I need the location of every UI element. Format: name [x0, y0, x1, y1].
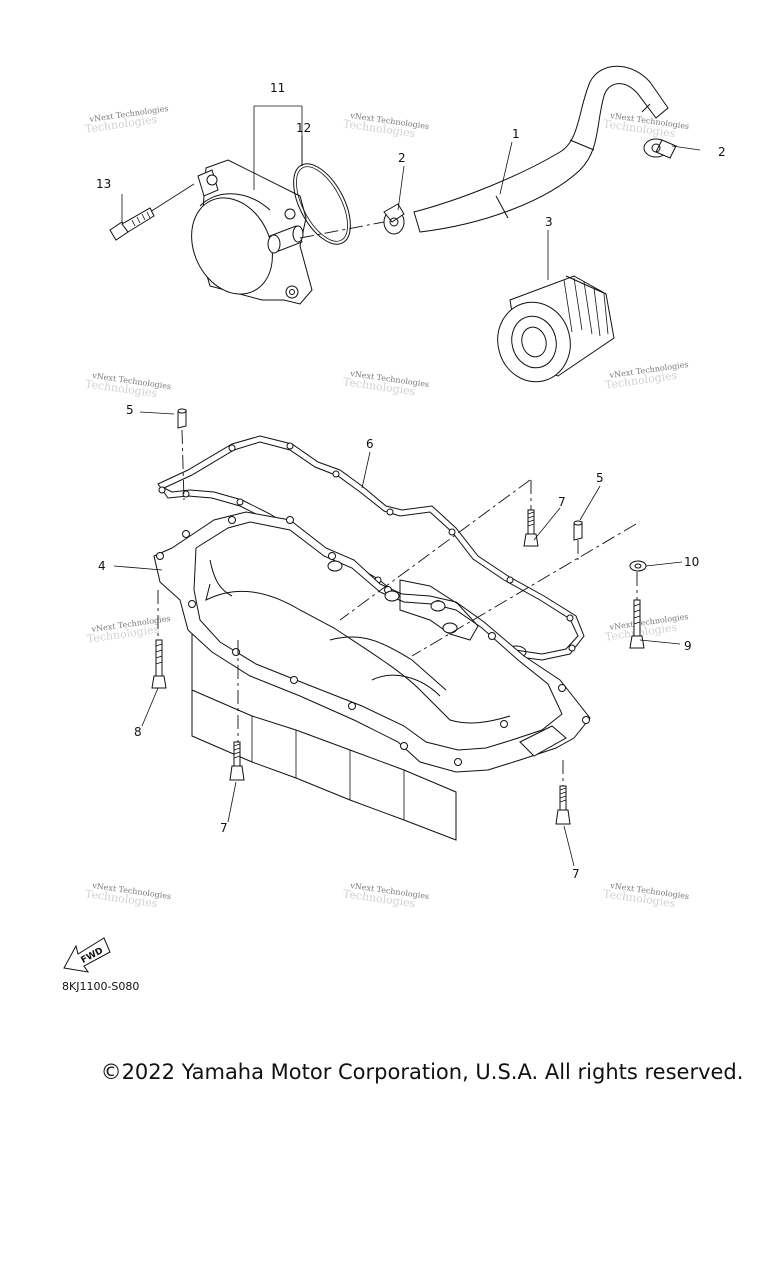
washer-10 — [629, 560, 647, 572]
diagram-reference-code: 8KJ1100-S080 — [62, 980, 140, 993]
o-ring — [293, 163, 351, 245]
callout-7: 7 — [572, 867, 580, 881]
callout-numbers: 1 2 2 3 4 5 5 6 7 7 7 8 9 10 11 12 13 — [96, 81, 726, 881]
callout-1: 1 — [512, 127, 520, 141]
oil-filter — [497, 275, 615, 383]
callout-12: 12 — [296, 121, 311, 135]
hose-clamp-left — [383, 203, 405, 235]
fwd-arrow-icon: FWD — [63, 937, 111, 973]
callout-5: 5 — [126, 403, 134, 417]
bolt-8 — [151, 639, 167, 689]
assembly-lines — [157, 429, 638, 786]
callout-8: 8 — [134, 725, 142, 739]
callout-7: 7 — [220, 821, 228, 835]
bolt-13 — [109, 183, 195, 241]
callout-11: 11 — [270, 81, 285, 95]
callout-7: 7 — [558, 495, 566, 509]
dowel-pin-left — [177, 408, 187, 429]
bolt-9 — [629, 599, 645, 649]
callout-5: 5 — [596, 471, 604, 485]
oil-cooler — [191, 159, 313, 305]
callout-10: 10 — [684, 555, 699, 569]
callout-2: 2 — [718, 145, 726, 159]
callout-9: 9 — [684, 639, 692, 653]
oil-hose — [413, 65, 669, 233]
bolt-7-lower-left — [229, 741, 245, 781]
copyright-notice: ©2022 Yamaha Motor Corporation, U.S.A. A… — [100, 1060, 744, 1084]
dowel-pin-right — [573, 520, 583, 541]
callout-3: 3 — [545, 215, 553, 229]
callout-6: 6 — [366, 437, 374, 451]
callout-2: 2 — [398, 151, 406, 165]
hose-clamp-right — [643, 138, 677, 159]
bolt-7-upper — [523, 509, 539, 547]
leader-lines — [113, 105, 701, 867]
bolt-7-lower-right — [555, 785, 571, 825]
oil-pan — [153, 511, 591, 841]
callout-13: 13 — [96, 177, 111, 191]
callout-4: 4 — [98, 559, 106, 573]
